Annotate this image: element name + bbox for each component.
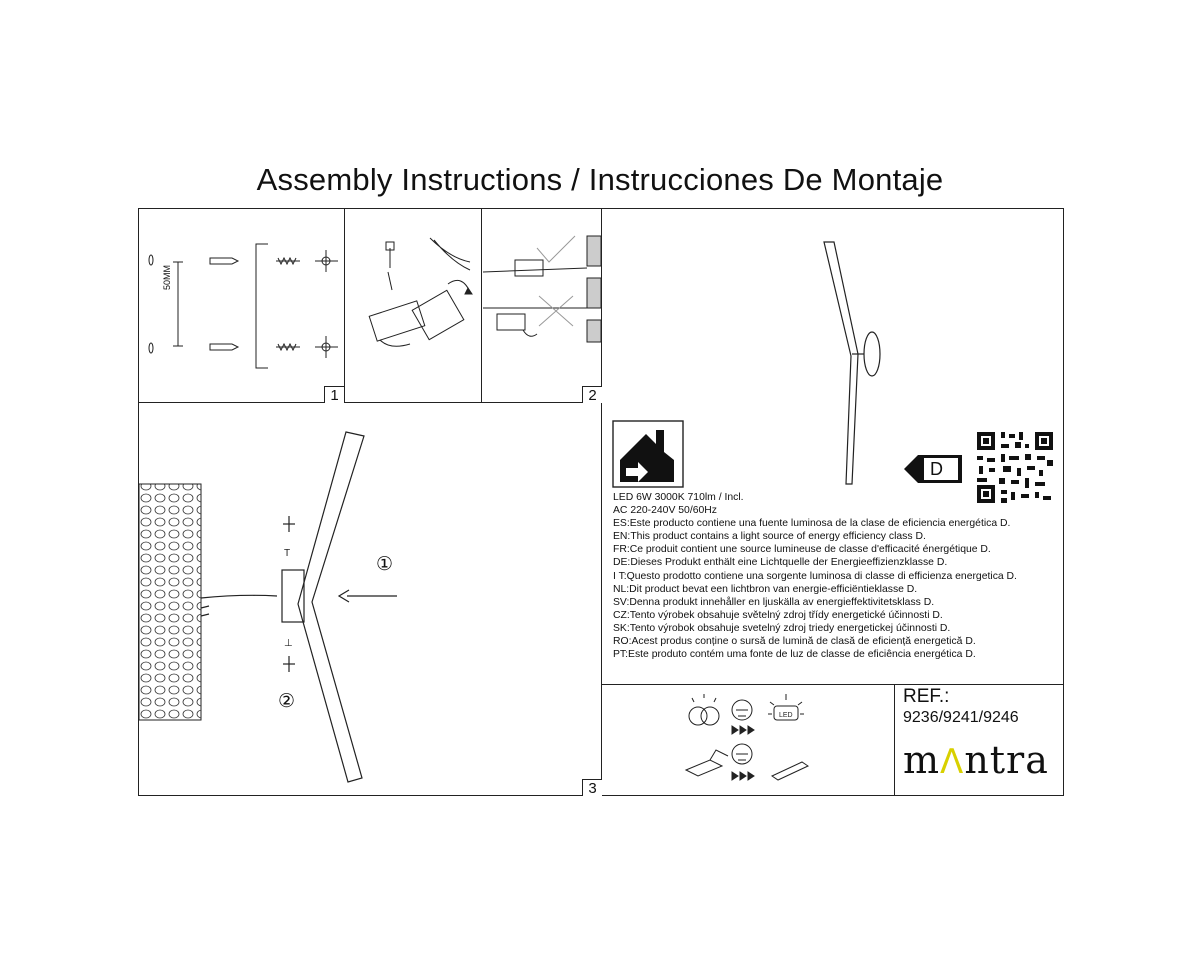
document-title: Assembly Instructions / Instrucciones De… [256,162,944,197]
reference-codes: 9236/9241/9246 [903,709,1019,726]
brand-logo: mΛntra [903,738,1049,782]
energy-class-badge: D [904,455,962,483]
spec-lang-de: DE:Dieses Produkt enthält eine Lichtquel… [613,557,948,569]
spec-lang-nl: NL:Dit product bevat een lichtbron van e… [613,583,918,595]
step1-screws-illustration [148,243,338,369]
energy-class-letter: D [930,459,943,479]
spec-lang-it: I T:Questo prodotto contiene una sorgent… [613,570,1017,582]
spec-lang-sv: SV:Denna produkt innehåller en ljuskälla… [613,596,935,608]
divider-h-left [138,402,602,404]
svg-text:LED: LED [779,712,793,719]
spec-lang-pt: PT:Este produto contém uma fonte de luz … [613,649,976,661]
led-driver-icons: LED [684,694,810,781]
divider-v-2 [481,208,483,403]
step3-installation-illustration: T ⊥ [138,431,397,783]
svg-text:T: T [284,548,290,559]
brand-logo-m: m [903,738,941,782]
spec-lang-ro: RO:Acest produs conține o sursă de lumin… [613,636,976,648]
step2-junction-box-illustration [482,235,602,343]
indoor-use-house-icon [612,420,684,488]
spec-lang-fr: FR:Ce produit contient une source lumine… [613,544,991,556]
step-number-1: 1 [324,386,344,404]
svg-text:⊥: ⊥ [284,638,293,649]
spec-power-line: LED 6W 3000K 710lm / Incl. [613,492,744,503]
callout-2: ② [278,691,296,712]
spec-voltage-line: AC 220-240V 50/60Hz [613,505,717,517]
product-view-illustration [823,241,881,485]
callout-1: ① [376,554,394,575]
step1-wiring-illustration [368,237,473,347]
divider-v-footer [894,684,896,796]
qr-code-icon [975,430,1055,505]
spec-lang-cz: CZ:Tento výrobek obsahuje světelný zdroj… [613,609,943,621]
step-number-2: 2 [582,386,602,404]
reference-label: REF.: [903,686,950,707]
spec-lang-sk: SK:Tento výrobok obsahuje svetelný zdroj… [613,622,951,634]
brand-logo-mark: Λ [940,742,965,782]
spec-lang-es: ES:Este producto contiene una fuente lum… [613,518,1011,530]
divider-h-right [601,684,1064,686]
step-number-3: 3 [582,779,602,797]
spec-lang-en: EN:This product contains a light source … [613,531,926,543]
divider-v-1 [344,208,346,403]
divider-v-main [601,208,603,796]
brand-logo-rest: ntra [964,738,1049,782]
specifications-block: LED 6W 3000K 710lm / Incl. AC 220-240V 5… [613,491,1063,661]
dimension-label: 50MM [162,264,172,290]
